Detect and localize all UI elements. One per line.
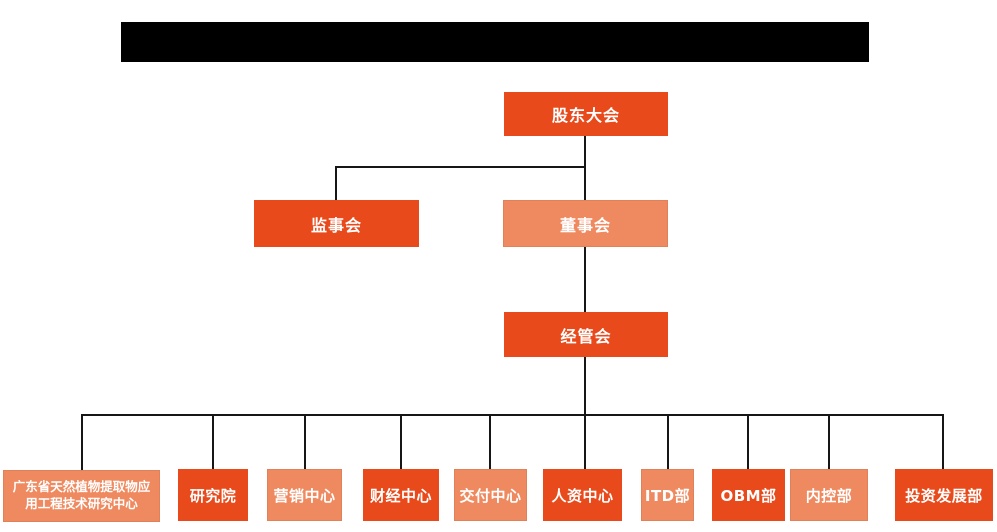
connector-line	[81, 414, 83, 470]
connector-line	[335, 166, 586, 168]
org-node-dept-obm: OBM部	[712, 469, 785, 521]
connector-line	[584, 357, 586, 469]
org-node-dept-delivery-center: 交付中心	[454, 469, 527, 521]
connector-line	[335, 166, 337, 200]
org-node-label: 股东大会	[551, 106, 620, 125]
connector-line	[81, 414, 944, 416]
org-node-dept-itd: ITD部	[641, 469, 694, 521]
org-node-label: 董事会	[559, 215, 611, 235]
org-node-dept-research-institute: 研究院	[178, 469, 248, 521]
org-node-label: OBM部	[720, 486, 777, 505]
org-node-dept-investment-development: 投资发展部	[895, 469, 993, 521]
connector-line	[304, 414, 306, 469]
org-node-label: 广东省天然植物提取物应用工程技术研究中心	[12, 479, 151, 511]
org-node-label: 交付中心	[459, 486, 522, 505]
connector-line	[667, 414, 669, 469]
org-node-label: 财经中心	[369, 486, 432, 505]
connector-line	[584, 166, 586, 200]
connector-line	[400, 414, 402, 469]
org-node-board-of-directors: 董事会	[503, 200, 668, 247]
org-node-label: ITD部	[644, 486, 691, 505]
org-node-dept-hr-center: 人资中心	[543, 469, 622, 521]
org-node-dept-marketing-center: 营销中心	[267, 469, 342, 521]
connector-line	[584, 136, 586, 168]
org-node-label: 监事会	[310, 215, 362, 235]
org-node-dept-internal-control: 内控部	[790, 469, 868, 521]
org-node-label: 经管会	[560, 326, 612, 346]
org-node-label: 投资发展部	[905, 486, 983, 505]
org-node-management-committee: 经管会	[504, 312, 668, 357]
org-node-label: 营销中心	[273, 486, 336, 505]
org-node-label: 研究院	[189, 486, 237, 505]
org-node-label: 内控部	[805, 486, 853, 505]
connector-line	[828, 414, 830, 469]
connector-line	[212, 414, 214, 469]
redacted-title-bar	[121, 22, 869, 62]
connector-line	[942, 414, 944, 469]
org-node-dept-finance-center: 财经中心	[363, 469, 439, 521]
org-node-shareholders-meeting: 股东大会	[504, 92, 668, 136]
org-node-label: 人资中心	[551, 486, 614, 505]
connector-line	[489, 414, 491, 469]
org-node-dept-research-center: 广东省天然植物提取物应用工程技术研究中心	[3, 470, 160, 522]
connector-line	[747, 414, 749, 469]
connector-line	[584, 247, 586, 312]
org-node-supervisory-board: 监事会	[254, 200, 419, 247]
